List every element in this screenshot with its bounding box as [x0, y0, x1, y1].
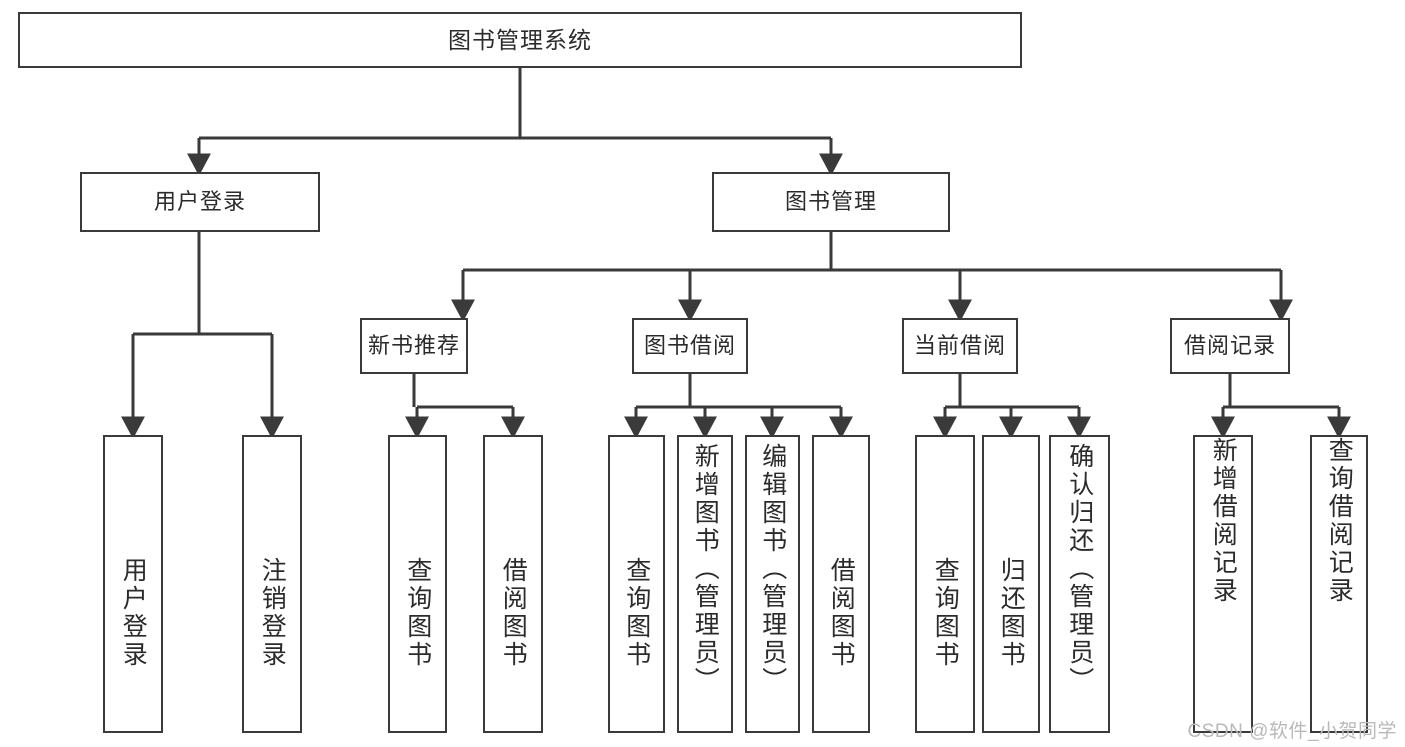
node-leaf-confirm-return-admin[interactable]: 确认归还（管理员）	[1049, 435, 1110, 733]
node-label: 借阅图书	[827, 557, 856, 669]
node-leaf-query-book-recommend[interactable]: 查询图书	[388, 435, 447, 733]
node-leaf-logout[interactable]: 注销登录	[242, 435, 302, 733]
node-current-borrow[interactable]: 当前借阅	[902, 318, 1018, 374]
node-user-login[interactable]: 用户登录	[80, 172, 320, 232]
node-leaf-query-book-borrow[interactable]: 查询图书	[608, 435, 665, 733]
node-label: 图书管理系统	[448, 26, 592, 53]
node-leaf-query-book-current[interactable]: 查询图书	[915, 435, 975, 733]
node-leaf-borrow-book-recommend[interactable]: 借阅图书	[483, 435, 543, 733]
node-leaf-borrow-book[interactable]: 借阅图书	[812, 435, 870, 733]
node-label: 当前借阅	[913, 333, 1006, 358]
node-root-system[interactable]: 图书管理系统	[18, 12, 1022, 68]
node-label: 归还图书	[997, 557, 1026, 669]
node-label: 借阅图书	[499, 557, 528, 669]
node-label: 查询图书	[622, 557, 651, 669]
node-label: 查询图书	[931, 557, 960, 669]
node-label: 注销登录	[258, 557, 287, 669]
node-book-management[interactable]: 图书管理	[712, 172, 950, 232]
node-leaf-add-book-admin[interactable]: 新增图书（管理员）	[677, 435, 733, 733]
node-label: 查询图书	[403, 557, 432, 669]
node-leaf-user-login[interactable]: 用户登录	[103, 435, 163, 733]
node-label: 图书借阅	[643, 333, 736, 358]
node-leaf-add-borrow-record[interactable]: 新增借阅记录	[1193, 435, 1253, 733]
node-leaf-query-borrow-record[interactable]: 查询借阅记录	[1310, 435, 1368, 733]
node-borrow-record[interactable]: 借阅记录	[1170, 318, 1290, 374]
node-label: 新增借阅记录	[1209, 437, 1238, 605]
node-label: 图书管理	[784, 189, 877, 214]
node-label: 编辑图书（管理员）	[758, 443, 787, 695]
node-label: 新增图书（管理员）	[691, 443, 720, 695]
node-label: 借阅记录	[1183, 333, 1276, 358]
node-label: 用户登录	[153, 189, 246, 214]
node-leaf-edit-book-admin[interactable]: 编辑图书（管理员）	[745, 435, 800, 733]
node-book-borrow[interactable]: 图书借阅	[632, 318, 748, 374]
watermark-text: CSDN @软件_小贺同学	[1187, 721, 1397, 742]
node-leaf-return-book[interactable]: 归还图书	[982, 435, 1040, 733]
node-new-book-recommend[interactable]: 新书推荐	[360, 318, 468, 374]
node-label: 新书推荐	[367, 333, 460, 358]
node-label: 确认归还（管理员）	[1065, 443, 1094, 695]
node-label: 查询借阅记录	[1325, 437, 1354, 605]
node-label: 用户登录	[119, 557, 148, 669]
